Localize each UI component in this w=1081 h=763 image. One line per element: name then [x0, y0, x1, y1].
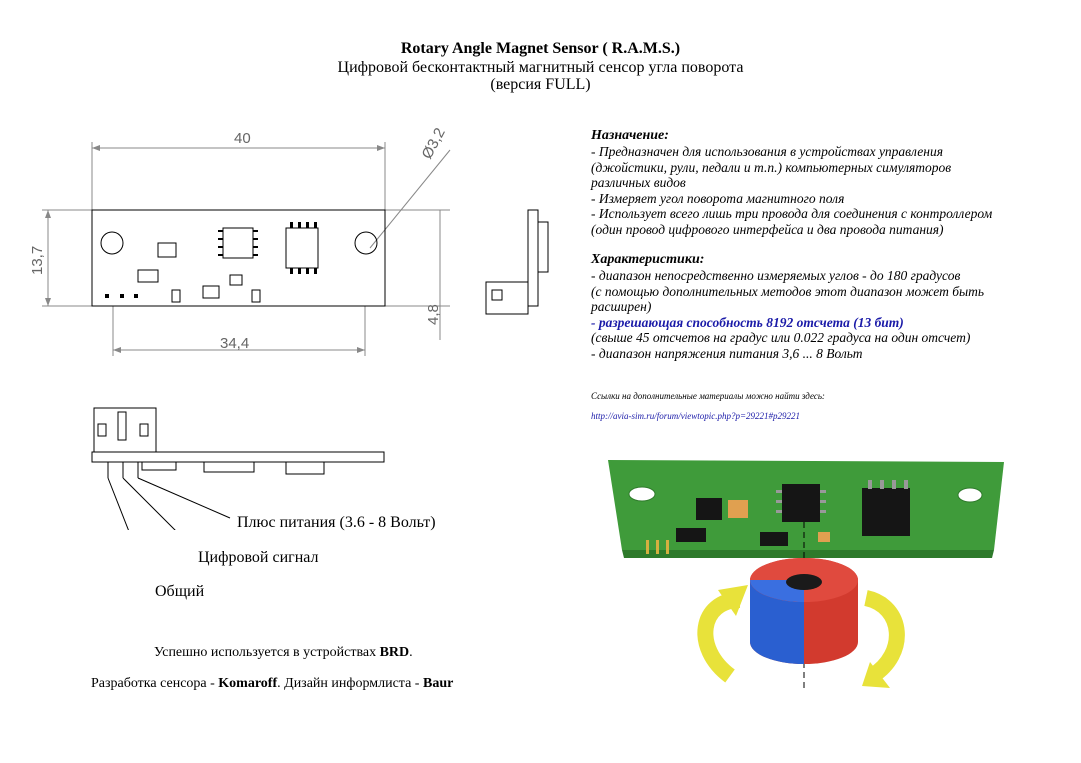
- pcb-side-view: [91, 407, 385, 530]
- specs-line: (свыше 45 отсчетов на градус или 0.022 г…: [591, 330, 971, 345]
- specs-line: (с помощью дополнительных методов этот д…: [591, 283, 985, 299]
- specs-resolution: - разрешающая способность 8192 отсчета (…: [591, 314, 904, 330]
- specs-line: - диапазон напряжения питания 3,6 ... 8 …: [591, 345, 863, 361]
- sensor-3d-render: [608, 460, 1004, 688]
- pin-ground-label: Общий: [155, 583, 205, 600]
- specs-line: - диапазон непосредственно измеряемых уг…: [591, 268, 961, 283]
- dim-hole-spacing-label: 34,4: [220, 335, 249, 352]
- pin-signal-label: Цифровой сигнал: [198, 549, 319, 566]
- pin-plus-label: Плюс питания (3.6 - 8 Вольт): [237, 514, 436, 531]
- purpose-line: - Измеряет угол поворота магнитного поля: [591, 190, 845, 206]
- specs-heading: Характеристики:: [591, 252, 705, 267]
- pcb-dimension-drawing: 40 34,4 13,7 4,8 Ø3,2: [29, 125, 549, 356]
- forum-link[interactable]: http://avia-sim.ru/forum/viewtopic.php?p…: [591, 411, 801, 421]
- credits-text: Разработка сенсора - Komaroff. Дизайн ин…: [91, 676, 454, 691]
- dim-side-label: 4,8: [425, 304, 442, 325]
- purpose-line: - Предназначен для использования в устро…: [591, 144, 943, 159]
- used-in-text: Успешно используется в устройствах BRD.: [154, 645, 413, 660]
- purpose-line: (один провод цифрового интерфейса и два …: [591, 221, 944, 237]
- specs-line: расширен): [591, 299, 652, 314]
- links-note: Ссылки на дополнительные материалы можно…: [591, 391, 825, 401]
- page-version: (версия FULL): [490, 76, 591, 93]
- dim-height-label: 13,7: [29, 246, 46, 275]
- purpose-line: - Использует всего лишь три провода для …: [591, 206, 993, 221]
- page-subtitle: Цифровой бесконтактный магнитный сенсор …: [337, 59, 744, 76]
- dim-width-label: 40: [234, 130, 251, 147]
- purpose-section: Назначение: - Предназначен для использов…: [591, 128, 992, 237]
- page-title: Rotary Angle Magnet Sensor ( R.A.M.S.): [400, 40, 681, 57]
- specs-section: Характеристики: - диапазон непосредствен…: [591, 252, 984, 361]
- purpose-heading: Назначение:: [591, 128, 669, 143]
- purpose-line: различных видов: [591, 175, 686, 190]
- purpose-line: (джойстики, рули, педали и т.п.) компьют…: [591, 159, 952, 175]
